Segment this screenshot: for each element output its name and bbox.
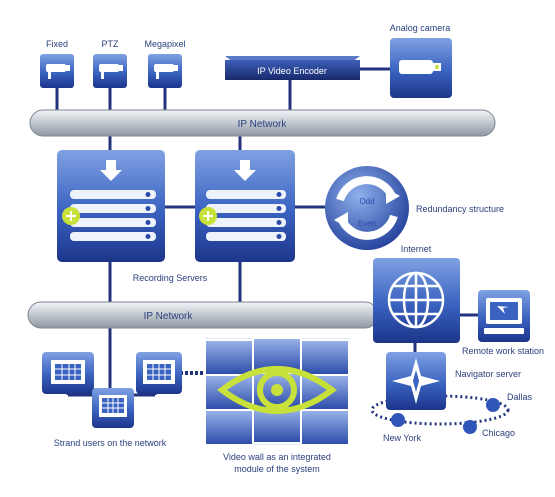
encoder-label: IP Video Encoder [257,66,327,76]
navigator-ring [370,394,510,426]
analog-camera-icon [399,60,441,74]
camera-icon [99,64,123,79]
ip-network-top-label: IP Network [238,119,288,130]
city-node-new-york [391,413,405,427]
user-terminal-middle [92,388,134,428]
camera-ptz-label: PTZ [102,39,120,49]
ip-network-bottom-label: IP Network [144,311,194,322]
city-new-york-label: New York [383,433,422,443]
analog-camera-label: Analog camera [390,23,451,33]
redundancy-label: Redundancy structure [416,204,504,214]
city-node-dallas [486,398,500,412]
camera-icon [46,64,70,79]
ip-video-encoder: IP Video Encoder [225,56,360,80]
globe-icon [387,271,445,329]
even-label: Even [358,219,376,228]
camera-ptz: PTZ [93,39,127,88]
navigator-server-label: Navigator server [455,369,521,379]
eye-icon [217,366,337,414]
video-wall [204,337,350,446]
server-rack-icon [70,190,156,241]
odd-label: Odd [359,197,374,206]
city-dallas-label: Dallas [507,392,533,402]
strand-users-label: Strand users on the network [54,438,167,448]
city-chicago-label: Chicago [482,428,515,438]
camera-icon [154,64,178,79]
recording-server-2 [195,150,295,262]
camera-fixed: Fixed [40,39,74,88]
internet-label: Internet [401,244,432,254]
arrow-down-icon [234,160,256,181]
monitor-icon [484,298,524,334]
camera-megapixel-label: Megapixel [144,39,185,49]
navigator-server [386,352,446,410]
recording-servers-label: Recording Servers [133,273,208,283]
camera-megapixel: Megapixel [144,39,186,88]
remote-work-station-label: Remote work station [462,346,544,356]
camera-fixed-label: Fixed [46,39,68,49]
analog-camera: Analog camera [390,23,452,98]
video-wall-label-line1: Video wall as an integrated [223,452,331,462]
user-terminal-right [136,352,182,394]
ip-network-top-pipe: IP Network [29,109,496,137]
user-terminal-left [42,352,94,394]
arrow-down-icon [100,160,122,181]
remote-work-station [478,290,530,342]
city-node-chicago [463,420,477,434]
recording-server-1 [57,150,165,262]
server-rack-icon [206,190,286,241]
internet-box [373,258,460,343]
ip-network-bottom-pipe: IP Network [27,301,379,329]
video-wall-label-line2: module of the system [234,464,320,474]
redundancy-circle: Odd Even [325,166,409,250]
